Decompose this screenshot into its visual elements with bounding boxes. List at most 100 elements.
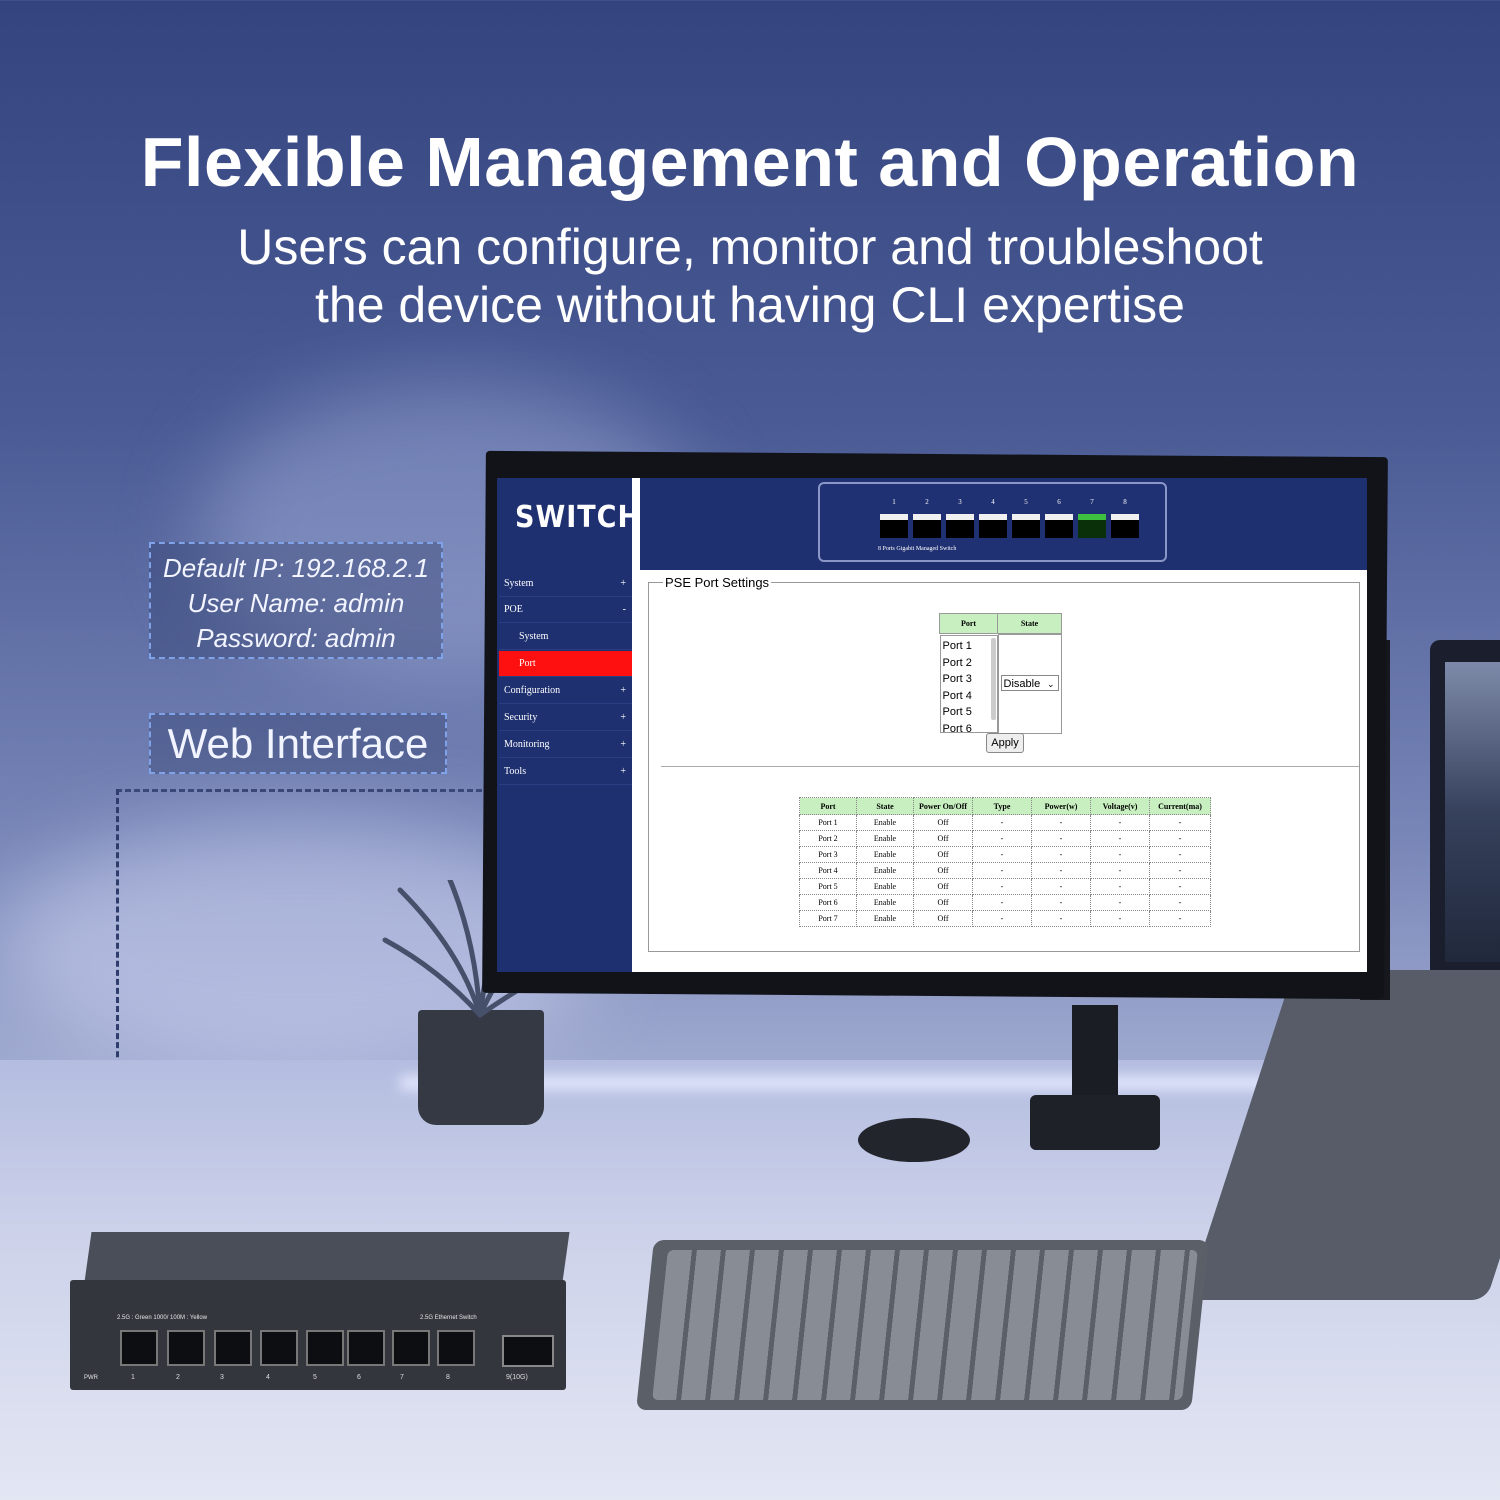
led-strip xyxy=(400,1076,1400,1090)
cell: - xyxy=(972,814,1032,831)
cell: - xyxy=(1090,910,1150,927)
list-item[interactable]: Port 1 xyxy=(942,640,972,652)
nav-security[interactable]: Security + xyxy=(499,705,632,731)
cell: Enable xyxy=(856,830,914,847)
nav-monitoring[interactable]: Monitoring + xyxy=(499,732,632,758)
port-number: 5 xyxy=(1024,498,1028,506)
cell: Off xyxy=(913,846,973,863)
cell: - xyxy=(972,878,1032,895)
nav-tools[interactable]: Tools+ xyxy=(499,759,632,785)
connector-line xyxy=(116,789,119,1229)
switch-top xyxy=(84,1232,570,1282)
cell: - xyxy=(1031,894,1091,911)
nav-label: Tools xyxy=(504,766,527,777)
nav-poe[interactable]: POE- xyxy=(499,597,632,623)
list-item[interactable]: Port 6 xyxy=(942,722,972,735)
cell: Port 3 xyxy=(799,846,857,863)
port-number: 4 xyxy=(991,498,995,506)
credentials-box: Default IP: 192.168.2.1 User Name: admin… xyxy=(149,542,443,659)
expand-icon: + xyxy=(620,712,626,723)
chevron-down-icon: ⌄ xyxy=(1046,679,1055,689)
apply-button[interactable]: Apply xyxy=(986,733,1024,753)
nav-label: Port xyxy=(519,658,536,669)
cell: - xyxy=(972,830,1032,847)
port-number: 3 xyxy=(220,1374,224,1381)
sfp-label: 9(10G) xyxy=(506,1374,528,1381)
cell: - xyxy=(1090,830,1150,847)
divider xyxy=(661,766,1359,767)
cell: Off xyxy=(913,862,973,879)
port-3-icon[interactable] xyxy=(946,514,974,538)
cell: - xyxy=(972,846,1032,863)
cell: Off xyxy=(913,878,973,895)
ethernet-port-icon xyxy=(347,1330,385,1366)
nav-label: Security xyxy=(504,712,538,723)
port-6-icon[interactable] xyxy=(1045,514,1073,538)
cell: - xyxy=(1090,862,1150,879)
port-7-icon[interactable] xyxy=(1078,514,1106,538)
cell: Port 2 xyxy=(799,830,857,847)
sidebar-divider xyxy=(632,478,640,972)
cell: - xyxy=(1149,878,1211,895)
device-label: 8 Ports Gigabit Managed Switch xyxy=(878,546,957,552)
column-header: Voltage(v) xyxy=(1090,797,1150,815)
list-item[interactable]: Port 3 xyxy=(942,673,972,685)
cell: - xyxy=(1149,814,1211,831)
wireless-charger xyxy=(858,1118,970,1162)
list-item[interactable]: Port 4 xyxy=(942,689,972,702)
nav-label: Configuration xyxy=(504,685,561,696)
subline-2: the device without having CLI expertise xyxy=(315,277,1185,333)
port-1-icon[interactable] xyxy=(880,514,908,538)
expand-icon: + xyxy=(620,739,626,750)
keyboard-keys xyxy=(652,1250,1198,1400)
port-8-icon[interactable] xyxy=(1111,514,1139,538)
cell: - xyxy=(1031,862,1091,879)
port-settings-table: Port State Port 1 Port 2 Port 3 Port 4 P… xyxy=(939,613,1062,735)
cell: - xyxy=(1149,910,1211,927)
cell: - xyxy=(1149,830,1211,847)
power-label: PWR xyxy=(84,1375,98,1381)
port-number: 1 xyxy=(892,498,896,506)
state-cell: Disable ⌄ xyxy=(997,634,1062,734)
port-number: 6 xyxy=(1057,498,1061,506)
sidebar: SWITCH System+ POE- System Port Configur… xyxy=(497,478,640,972)
cell: - xyxy=(1149,862,1211,879)
cell: Enable xyxy=(856,878,914,895)
column-header: Power(w) xyxy=(1031,797,1091,815)
cell: Port 7 xyxy=(799,910,857,927)
listbox-scrollbar[interactable] xyxy=(990,638,996,720)
list-item[interactable]: Port 5 xyxy=(942,706,972,718)
port-listbox[interactable]: Port 1 Port 2 Port 3 Port 4 Port 5 Port … xyxy=(939,635,998,735)
brand-logo: SWITCH xyxy=(515,500,642,535)
list-item[interactable]: Port 2 xyxy=(942,656,972,669)
state-select[interactable]: Disable ⌄ xyxy=(1000,675,1059,691)
web-interface-label: Web Interface xyxy=(149,713,447,774)
section-title: PSE Port Settings xyxy=(663,575,772,590)
cell: Port 5 xyxy=(799,878,857,895)
cell: - xyxy=(1090,878,1150,895)
column-header: Power On/Off xyxy=(913,797,973,815)
switch-model-label: 2.5G Ethernet Switch xyxy=(420,1315,477,1321)
cell: Off xyxy=(913,814,973,831)
nav-configuration[interactable]: Configuration+ xyxy=(499,678,632,704)
port-5-icon[interactable] xyxy=(1012,514,1040,538)
cell: Enable xyxy=(856,846,914,863)
port-2-icon[interactable] xyxy=(913,514,941,538)
nav-system[interactable]: System+ xyxy=(499,571,632,597)
column-header: Current(ma) xyxy=(1149,797,1211,815)
nav-poe-system[interactable]: System xyxy=(499,624,632,650)
nav-poe-port[interactable]: Port xyxy=(499,651,632,677)
port-number: 2 xyxy=(925,498,929,506)
cell: Port 1 xyxy=(799,814,857,831)
cell: - xyxy=(1149,894,1211,911)
laptop-screen xyxy=(1445,662,1500,962)
nav-label: Monitoring xyxy=(504,739,550,750)
cell: - xyxy=(1090,846,1150,863)
port-4-icon[interactable] xyxy=(979,514,1007,538)
cell: - xyxy=(972,894,1032,911)
